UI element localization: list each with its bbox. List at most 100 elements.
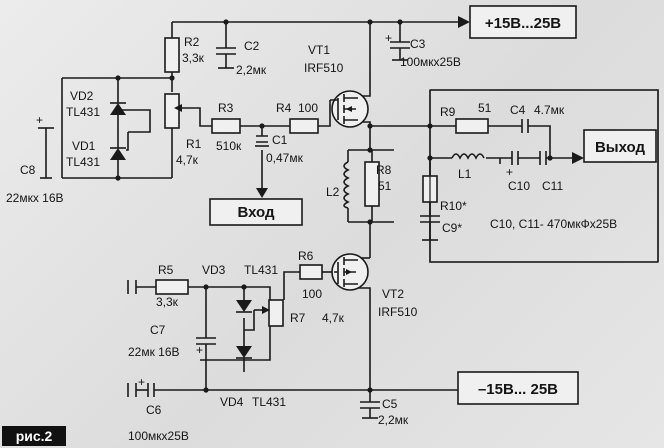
c7-ref: C7: [150, 323, 166, 337]
capacitor-c11: [539, 151, 547, 165]
terminal-input: Вход: [209, 198, 303, 226]
zener-diodes: [110, 95, 255, 362]
c8-ref: C8: [20, 163, 36, 177]
c1-ref: C1: [272, 133, 288, 147]
plus-c7: +: [196, 343, 203, 357]
c2-value: 2,2мк: [236, 63, 267, 77]
component-labels: R2 3,3к C2 2,2мк VT1 IRF510 C3 100мкx25В…: [6, 35, 617, 443]
inductor-l2: [343, 161, 350, 209]
resistor-r1: [164, 93, 180, 129]
inductors: [343, 153, 485, 209]
r7-value: 4,7к: [322, 311, 345, 325]
capacitor-c2: [216, 47, 236, 55]
inductor-l1: [451, 153, 485, 160]
r2-ref: R2: [184, 35, 200, 49]
capacitor-c4: [521, 119, 529, 133]
zener-vd4: [236, 346, 252, 362]
plus-c10: +: [506, 165, 513, 179]
vt2-value: IRF510: [378, 305, 418, 319]
capacitor-c5: [360, 401, 380, 409]
vt2-ref: VT2: [382, 287, 404, 301]
capacitors: [38, 41, 547, 409]
resistor-r3: [211, 118, 241, 134]
resistor-r2: [164, 37, 180, 73]
c10-ref: C10: [508, 179, 530, 193]
vt1-value: IRF510: [304, 61, 344, 75]
vd3-value: TL431: [244, 263, 278, 277]
c4-value: 4.7мк: [534, 103, 565, 117]
output-filter-box: [429, 89, 659, 263]
vd1-value: TL431: [66, 155, 100, 169]
resistor-r8: [364, 161, 380, 207]
c3-ref: C3: [410, 37, 426, 51]
r10-ref: R10*: [440, 199, 467, 213]
plus-c3: +: [385, 31, 392, 45]
resistor-r7: [268, 299, 284, 327]
vd3-ref: VD3: [202, 263, 226, 277]
r4-ref: R4: [276, 101, 292, 115]
resistor-r9: [455, 118, 489, 134]
r3-value: 510к: [216, 139, 242, 153]
r5-ref: R5: [158, 263, 174, 277]
terminal-output: Выход: [583, 129, 657, 163]
resistors: [155, 37, 489, 327]
arrow-pos-supply: [458, 16, 470, 28]
c1-value: 0,47мк: [266, 151, 304, 165]
r9-value: 51: [478, 101, 492, 115]
r8-value: 51: [378, 179, 392, 193]
r3-ref: R3: [218, 101, 234, 115]
r1-value: 4,7к: [176, 153, 199, 167]
arrow-input: [256, 188, 268, 198]
input-label: Вход: [237, 204, 275, 221]
wiper-r1: [174, 104, 182, 112]
neg-supply-label: –15В... 25В: [478, 381, 558, 398]
plus-c8: +: [36, 113, 43, 127]
c5-ref: C5: [382, 397, 398, 411]
r7-ref: R7: [290, 311, 306, 325]
output-label: Выход: [595, 139, 646, 156]
polarity-marks: + + + + +: [36, 31, 513, 389]
c8-value: 22мкх 16В: [6, 191, 64, 205]
r8-ref: R8: [376, 163, 392, 177]
c6-value: 100мкx25В: [128, 429, 189, 443]
mosfet-vt2: [331, 253, 369, 291]
junctions: [115, 19, 553, 393]
capacitor-c1: [256, 135, 268, 143]
l2-ref: L2: [326, 185, 340, 199]
r4-value: 100: [298, 101, 318, 115]
arrow-output: [572, 152, 584, 164]
vd4-ref: VD4: [220, 395, 244, 409]
c2-ref: C2: [244, 39, 260, 53]
zener-vd1: [110, 142, 126, 160]
mosfet-vt1: [330, 90, 369, 128]
c4-ref: C4: [510, 103, 526, 117]
capacitor-c6: [147, 383, 155, 397]
wiper-r7: [262, 306, 270, 314]
r6-ref: R6: [298, 249, 314, 263]
plus-c6: +: [138, 375, 145, 389]
c6-ref: C6: [146, 403, 162, 417]
l1-ref: L1: [458, 167, 472, 181]
c11-ref: C11: [542, 179, 563, 193]
zener-vd2: [110, 95, 126, 115]
capacitor-c10: [511, 151, 519, 165]
c3-value: 100мкx25В: [400, 55, 461, 69]
vd4-value: TL431: [252, 395, 286, 409]
r1-ref: R1: [186, 137, 202, 151]
r2-value: 3,3к: [182, 51, 205, 65]
capacitor-note: C10, C11- 470мкФх25В: [490, 217, 617, 231]
terminal-neg-supply: –15В... 25В: [457, 371, 579, 405]
figure-label: рис.2: [16, 428, 53, 444]
vd2-value: TL431: [66, 105, 100, 119]
resistor-r4: [289, 118, 319, 134]
terminal-pos-supply: +15В...25В: [469, 5, 577, 39]
resistor-r6: [299, 264, 323, 280]
pos-supply-label: +15В...25В: [485, 15, 561, 32]
vd2-ref: VD2: [70, 89, 94, 103]
resistor-r5: [155, 279, 189, 295]
r6-value: 100: [302, 287, 322, 301]
c7-value: 22мк 16В: [128, 345, 180, 359]
vt1-ref: VT1: [308, 43, 330, 57]
figure-label-bg: [2, 426, 66, 446]
